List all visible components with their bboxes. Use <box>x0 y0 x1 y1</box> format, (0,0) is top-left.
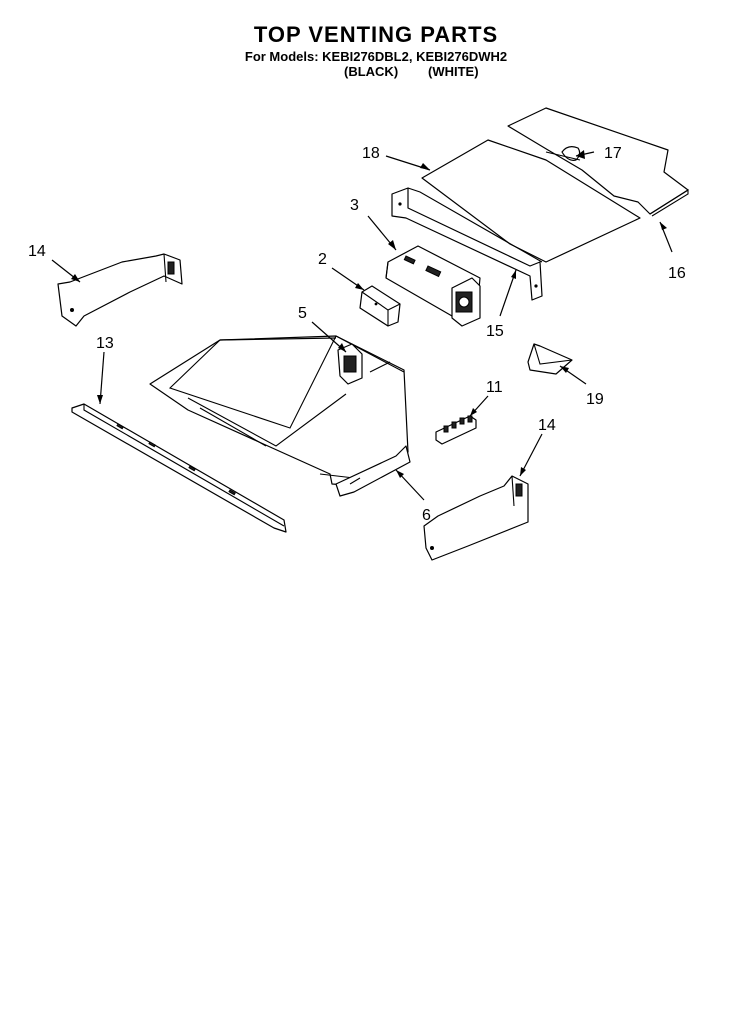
part-6-lower-bracket <box>335 445 411 497</box>
callout-17: 17 <box>604 145 622 162</box>
callout-14-left: 14 <box>28 243 46 260</box>
callout-18: 18 <box>362 145 380 162</box>
part-14-left-bracket <box>57 253 183 327</box>
color-black-label: (BLACK) <box>344 64 399 79</box>
part-16-vent-panel <box>507 107 689 217</box>
models-line: For Models: KEBI276DBL2, KEBI276DWH2 <box>244 49 508 64</box>
part-13-trim-strip <box>71 403 287 533</box>
callout-14-right: 14 <box>538 417 556 434</box>
callout-2: 2 <box>318 251 327 268</box>
callout-6: 6 <box>422 507 431 524</box>
leader-lines <box>51 150 673 501</box>
callout-15: 15 <box>486 323 504 340</box>
part-3-blower-motor <box>385 245 481 327</box>
part-14-right-bracket <box>423 475 529 561</box>
callout-13: 13 <box>96 335 114 352</box>
callout-3: 3 <box>350 197 359 214</box>
callout-5: 5 <box>298 305 307 322</box>
color-white-label: (WHITE) <box>428 64 479 79</box>
header: TOP VENTING PARTS For Models: KEBI276DBL… <box>0 22 752 64</box>
callout-11: 11 <box>486 379 503 396</box>
callout-16: 16 <box>668 265 686 282</box>
part-5-vent-duct <box>149 335 409 487</box>
part-15-bracket <box>391 187 543 301</box>
part-2-block <box>359 285 401 327</box>
page-title: TOP VENTING PARTS <box>253 22 499 47</box>
part-11-terminal-strip <box>435 415 477 445</box>
callout-19: 19 <box>586 391 604 408</box>
